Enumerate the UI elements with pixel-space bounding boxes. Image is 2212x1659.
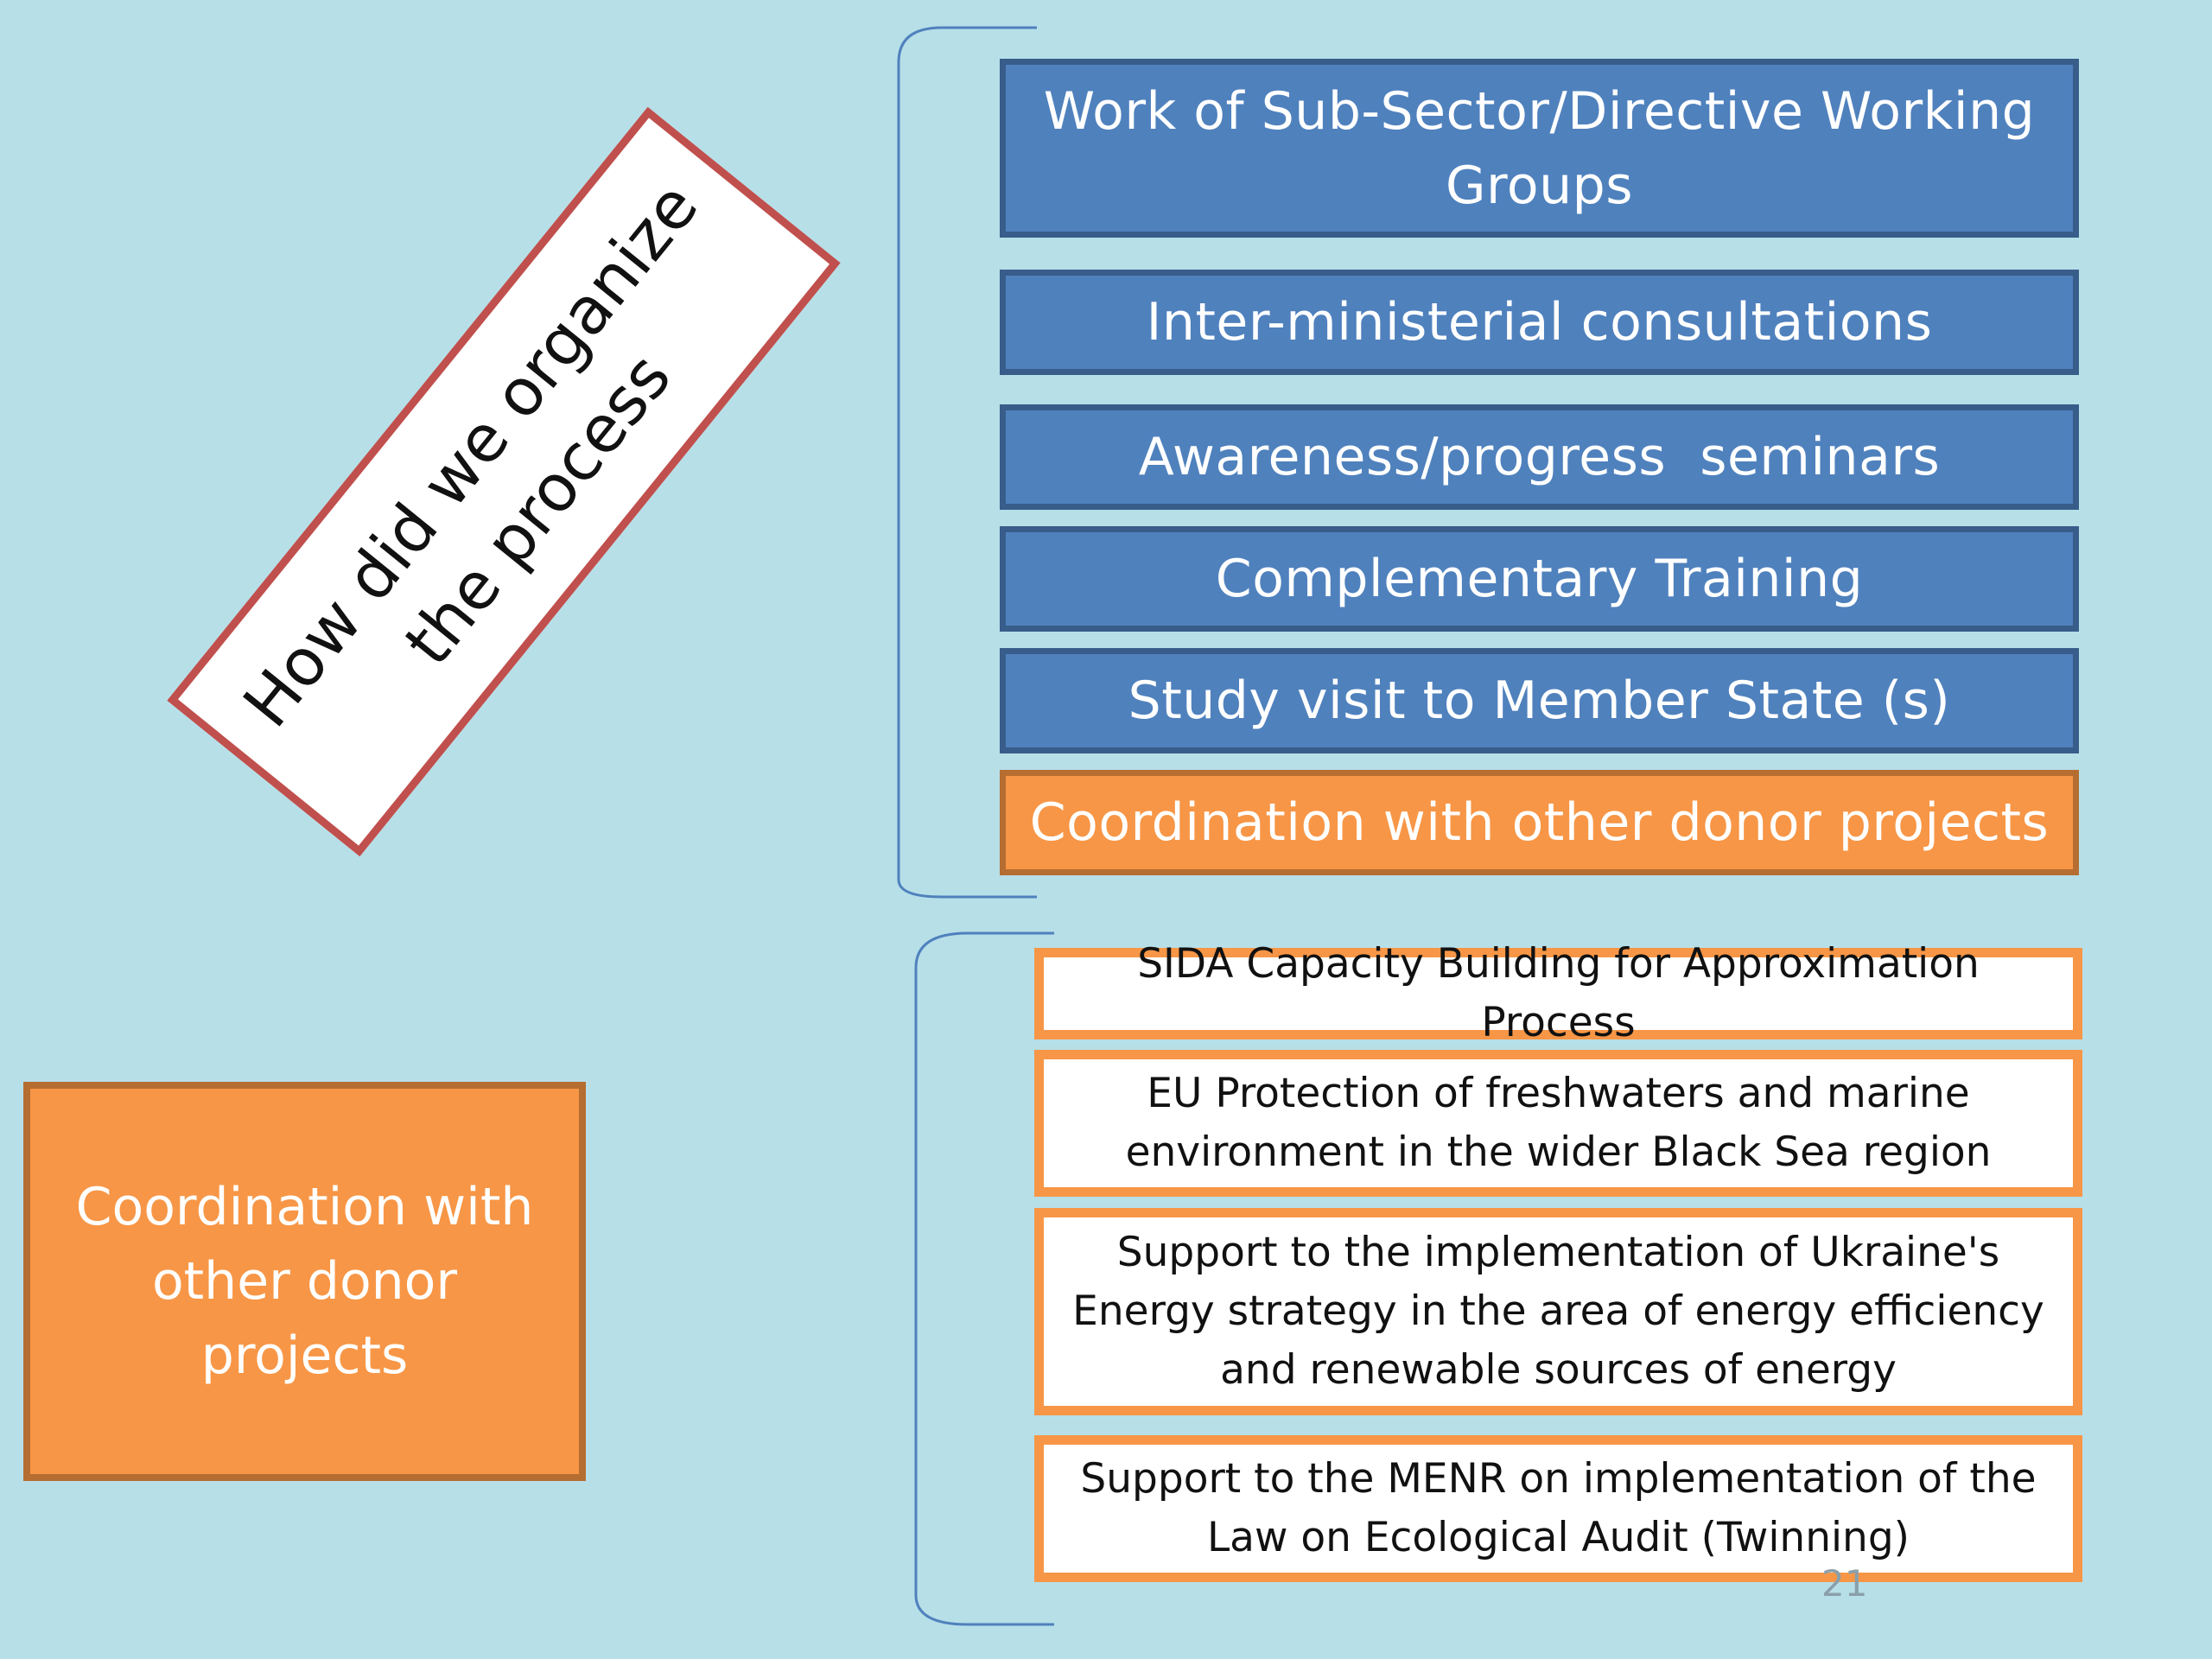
slide-title-box: How did we organize the process	[167, 106, 841, 857]
upper-bracket-shape	[897, 26, 1037, 899]
step-label: Complementary Training	[1215, 549, 1864, 609]
step-label: Coordination with other donor projects	[1029, 792, 2050, 853]
lower-bracket-shape	[914, 931, 1054, 1626]
project-label: EU Protection of freshwaters and marine …	[1125, 1070, 1992, 1176]
step-inter-ministerial: Inter-ministerial consultations	[1000, 270, 2079, 375]
step-label: Work of Sub-Sector/Directive Working Gro…	[1043, 80, 2036, 216]
step-label: Study visit to Member State (s)	[1128, 671, 1951, 731]
coordination-side-label: Coordination with other donor projects	[75, 1177, 534, 1386]
step-working-groups: Work of Sub-Sector/Directive Working Gro…	[1000, 59, 2079, 238]
project-energy-strategy: Support to the implementation of Ukraine…	[1034, 1208, 2082, 1415]
step-coordination: Coordination with other donor projects	[1000, 770, 2079, 875]
project-label: Support to the implementation of Ukraine…	[1072, 1229, 2044, 1394]
project-label: SIDA Capacity Building for Approximation…	[1137, 940, 1980, 1046]
page-number: 21	[1821, 1562, 1868, 1605]
step-study-visit: Study visit to Member State (s)	[1000, 648, 2079, 753]
project-ecological-audit: Support to the MENR on implementation of…	[1034, 1435, 2082, 1582]
step-seminars: Awareness/progress seminars	[1000, 404, 2079, 510]
coordination-side-box: Coordination with other donor projects	[23, 1082, 586, 1481]
step-training: Complementary Training	[1000, 526, 2079, 632]
project-label: Support to the MENR on implementation of…	[1080, 1455, 2037, 1561]
project-sida: SIDA Capacity Building for Approximation…	[1034, 940, 2082, 1046]
step-label: Inter-ministerial consultations	[1146, 292, 1933, 353]
step-label: Awareness/progress seminars	[1138, 427, 1941, 487]
project-black-sea: EU Protection of freshwaters and marine …	[1034, 1050, 2082, 1197]
slide-title: How did we organize the process	[228, 168, 713, 741]
